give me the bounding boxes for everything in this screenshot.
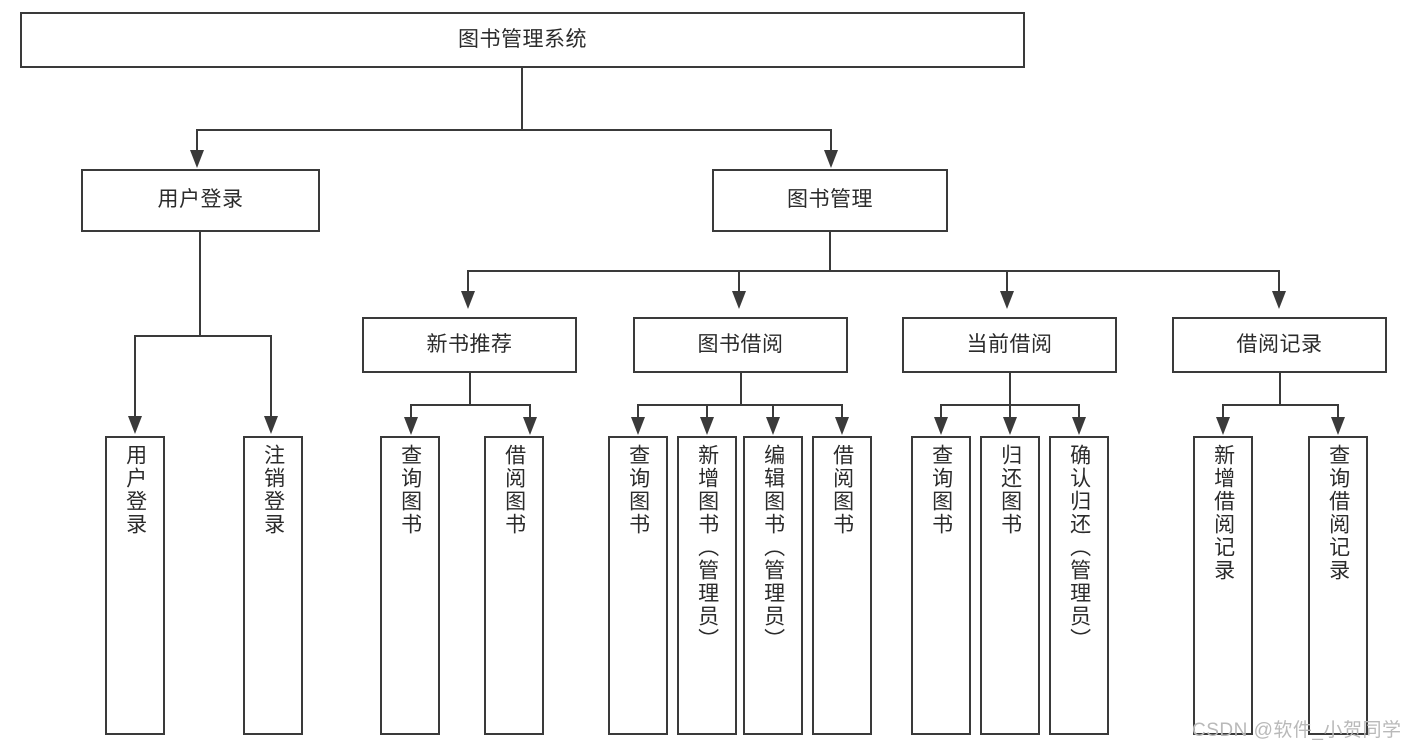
node-leaf-borrow-book-1[interactable]: 借阅图书 bbox=[484, 436, 544, 735]
arrow-br-leaf1 bbox=[1216, 417, 1230, 435]
connector-user-login-bus bbox=[134, 335, 271, 337]
arrow-bb-leaf2 bbox=[700, 417, 714, 435]
arrow-bm-to-new-book bbox=[461, 291, 475, 309]
node-borrow-record-label: 借阅记录 bbox=[1236, 332, 1323, 356]
node-leaf-add-book-label: 新增图书（管理员） bbox=[695, 444, 719, 651]
node-root-label: 图书管理系统 bbox=[458, 27, 587, 51]
connector-borrow-record-bus bbox=[1222, 404, 1339, 406]
node-leaf-edit-book-label: 编辑图书（管理员） bbox=[761, 444, 785, 651]
node-leaf-confirm-return-label: 确认归还（管理员） bbox=[1067, 444, 1091, 651]
node-leaf-confirm-return[interactable]: 确认归还（管理员） bbox=[1049, 436, 1109, 735]
csdn-watermark: CSDN @软件_小贺同学 bbox=[1192, 720, 1402, 741]
arrow-bb-leaf4 bbox=[835, 417, 849, 435]
node-root[interactable]: 图书管理系统 bbox=[20, 12, 1025, 68]
node-current-borrow[interactable]: 当前借阅 bbox=[902, 317, 1117, 373]
arrow-cb-leaf3 bbox=[1072, 417, 1086, 435]
node-new-book-recommend[interactable]: 新书推荐 bbox=[362, 317, 577, 373]
connector-user-login-left bbox=[134, 335, 136, 417]
connector-new-book-right bbox=[529, 404, 531, 418]
node-leaf-query-book-1[interactable]: 查询图书 bbox=[380, 436, 440, 735]
node-book-borrow-label: 图书借阅 bbox=[697, 332, 784, 356]
connector-root-bus bbox=[196, 129, 832, 131]
connector-bm-to-book-borrow bbox=[738, 270, 740, 292]
node-new-book-recommend-label: 新书推荐 bbox=[426, 332, 513, 356]
node-leaf-query-book-3[interactable]: 查询图书 bbox=[911, 436, 971, 735]
arrow-user-login-right bbox=[264, 416, 278, 434]
connector-root-to-user-login bbox=[196, 129, 198, 151]
arrow-bb-leaf3 bbox=[766, 417, 780, 435]
node-leaf-edit-book[interactable]: 编辑图书（管理员） bbox=[743, 436, 803, 735]
arrow-cb-leaf2 bbox=[1003, 417, 1017, 435]
node-leaf-return-book-label: 归还图书 bbox=[998, 444, 1022, 536]
connector-cb-leaf2 bbox=[1009, 404, 1011, 418]
connector-bm-to-current-borrow bbox=[1006, 270, 1008, 292]
node-current-borrow-label: 当前借阅 bbox=[966, 332, 1053, 356]
arrow-bm-to-borrow-record bbox=[1272, 291, 1286, 309]
node-leaf-user-login-label: 用户登录 bbox=[123, 444, 147, 536]
arrow-root-to-book-management bbox=[824, 150, 838, 168]
arrow-bm-to-current-borrow bbox=[1000, 291, 1014, 309]
connector-user-login-stem bbox=[199, 232, 201, 336]
connector-root-stem bbox=[521, 68, 523, 130]
connector-root-to-book-management bbox=[830, 129, 832, 151]
connector-bb-leaf3 bbox=[772, 404, 774, 418]
node-leaf-user-logout[interactable]: 注销登录 bbox=[243, 436, 303, 735]
arrow-new-book-right bbox=[523, 417, 537, 435]
node-leaf-add-book[interactable]: 新增图书（管理员） bbox=[677, 436, 737, 735]
node-leaf-borrow-book-1-label: 借阅图书 bbox=[502, 444, 526, 536]
connector-cb-leaf3 bbox=[1078, 404, 1080, 418]
connector-br-leaf1 bbox=[1222, 404, 1224, 418]
node-leaf-query-book-3-label: 查询图书 bbox=[929, 444, 953, 536]
connector-current-borrow-stem bbox=[1009, 373, 1011, 405]
connector-new-book-bus bbox=[410, 404, 531, 406]
node-book-borrow[interactable]: 图书借阅 bbox=[633, 317, 848, 373]
node-leaf-query-book-2-label: 查询图书 bbox=[626, 444, 650, 536]
connector-user-login-right bbox=[270, 335, 272, 417]
connector-book-borrow-bus bbox=[637, 404, 843, 406]
arrow-root-to-user-login bbox=[190, 150, 204, 168]
node-leaf-add-record[interactable]: 新增借阅记录 bbox=[1193, 436, 1253, 735]
connector-cb-leaf1 bbox=[940, 404, 942, 418]
node-leaf-borrow-book-2-label: 借阅图书 bbox=[830, 444, 854, 536]
arrow-br-leaf2 bbox=[1331, 417, 1345, 435]
node-leaf-user-login[interactable]: 用户登录 bbox=[105, 436, 165, 735]
node-leaf-query-book-1-label: 查询图书 bbox=[398, 444, 422, 536]
connector-bb-leaf1 bbox=[637, 404, 639, 418]
node-user-login[interactable]: 用户登录 bbox=[81, 169, 320, 232]
connector-borrow-record-stem bbox=[1279, 373, 1281, 405]
node-user-login-label: 用户登录 bbox=[157, 188, 244, 212]
node-borrow-record[interactable]: 借阅记录 bbox=[1172, 317, 1387, 373]
connector-book-management-bus bbox=[467, 270, 1280, 272]
node-book-management[interactable]: 图书管理 bbox=[712, 169, 948, 232]
connector-book-borrow-stem bbox=[740, 373, 742, 405]
node-leaf-query-record[interactable]: 查询借阅记录 bbox=[1308, 436, 1368, 735]
arrow-new-book-left bbox=[404, 417, 418, 435]
connector-bm-to-borrow-record bbox=[1278, 270, 1280, 292]
connector-bm-to-new-book bbox=[467, 270, 469, 292]
connector-new-book-left bbox=[410, 404, 412, 418]
node-leaf-user-logout-label: 注销登录 bbox=[261, 444, 285, 536]
connector-new-book-stem bbox=[469, 373, 471, 405]
node-book-management-label: 图书管理 bbox=[787, 188, 873, 212]
connector-book-management-stem bbox=[829, 232, 831, 271]
arrow-bb-leaf1 bbox=[631, 417, 645, 435]
connector-bb-leaf4 bbox=[841, 404, 843, 418]
node-leaf-return-book[interactable]: 归还图书 bbox=[980, 436, 1040, 735]
arrow-bm-to-book-borrow bbox=[732, 291, 746, 309]
arrow-user-login-left bbox=[128, 416, 142, 434]
node-leaf-query-record-label: 查询借阅记录 bbox=[1326, 444, 1350, 582]
node-leaf-query-book-2[interactable]: 查询图书 bbox=[608, 436, 668, 735]
connector-bb-leaf2 bbox=[706, 404, 708, 418]
connector-br-leaf2 bbox=[1337, 404, 1339, 418]
node-leaf-add-record-label: 新增借阅记录 bbox=[1211, 444, 1235, 582]
node-leaf-borrow-book-2[interactable]: 借阅图书 bbox=[812, 436, 872, 735]
arrow-cb-leaf1 bbox=[934, 417, 948, 435]
